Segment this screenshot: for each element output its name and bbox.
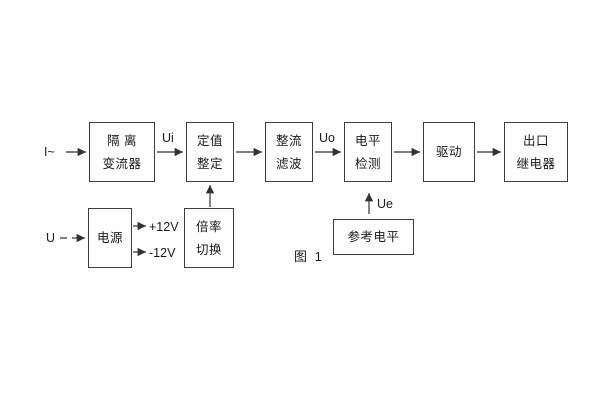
label-input-voltage: U xyxy=(46,231,56,245)
label-pos-rail: +12V xyxy=(149,220,179,234)
node-drive: 驱动 xyxy=(423,122,475,182)
label-ui: Ui xyxy=(162,131,174,145)
node-label: 电源 xyxy=(96,231,123,245)
node-label: 整定 xyxy=(196,156,223,171)
figure-caption: 图 1 xyxy=(294,249,324,264)
label-input-current: I~ xyxy=(44,145,55,159)
node-label: 切换 xyxy=(195,242,222,257)
node-label: 隔 离 xyxy=(107,133,137,148)
node-label: 驱动 xyxy=(435,145,462,159)
node-label: 继电器 xyxy=(516,156,556,171)
node-label: 变流器 xyxy=(102,156,142,171)
node-level-detection: 电平 检测 xyxy=(344,122,392,182)
node-label: 整流 xyxy=(275,133,302,148)
node-ratio-switch: 倍率 切换 xyxy=(184,208,234,268)
node-label: 出口 xyxy=(522,133,549,148)
node-label: 滤波 xyxy=(275,156,302,171)
node-label: 检测 xyxy=(354,156,381,171)
node-setting-adjustment: 定值 整定 xyxy=(186,122,234,182)
node-label: 参考电平 xyxy=(347,230,400,244)
label-ue: Ue xyxy=(377,197,393,211)
node-label: 电平 xyxy=(354,133,381,148)
node-label: 定值 xyxy=(196,133,223,148)
node-output-relay: 出口 继电器 xyxy=(504,122,568,182)
node-label: 倍率 xyxy=(195,219,222,234)
node-isolation-converter: 隔 离 变流器 xyxy=(89,122,155,182)
node-reference-level: 参考电平 xyxy=(333,219,414,255)
node-rectify-filter: 整流 滤波 xyxy=(265,122,313,182)
label-uo: Uo xyxy=(319,131,335,145)
label-neg-rail: -12V xyxy=(149,246,176,260)
node-power-supply: 电源 xyxy=(88,208,132,268)
